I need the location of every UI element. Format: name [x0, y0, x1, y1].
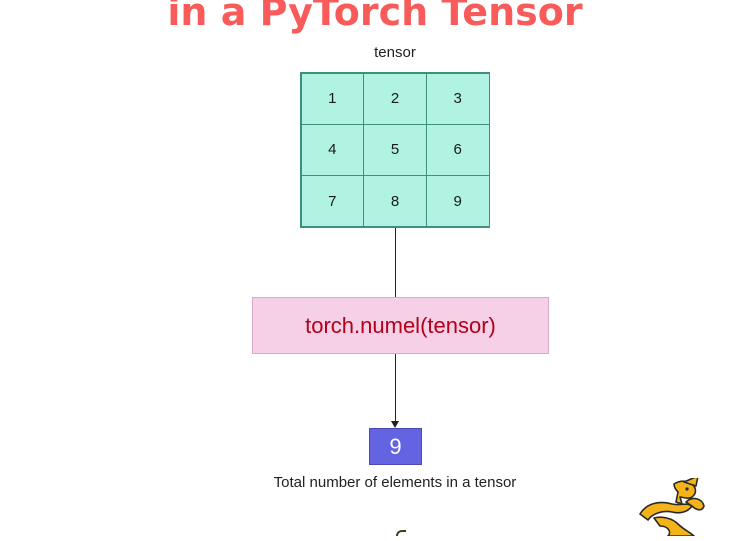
page-title: in a PyTorch Tensor — [167, 0, 583, 34]
tensor-grid: 1 2 3 4 5 6 7 8 9 — [300, 72, 490, 228]
connector-line-top — [395, 228, 396, 297]
tensor-cell: 1 — [300, 72, 365, 125]
tensor-cell: 4 — [300, 123, 365, 177]
tensor-label: tensor — [374, 44, 416, 61]
arrow-down-icon — [391, 421, 399, 428]
decorative-mark — [396, 530, 406, 536]
tensor-cell: 6 — [425, 123, 490, 177]
function-call-box: torch.numel(tensor) — [252, 297, 549, 354]
tensor-cell: 8 — [363, 175, 427, 228]
result-box: 9 — [369, 428, 422, 465]
tensor-cell: 9 — [425, 175, 490, 228]
connector-line-bottom — [395, 354, 396, 422]
result-caption: Total number of elements in a tensor — [273, 474, 517, 491]
tensor-cell: 2 — [363, 72, 427, 125]
tensor-cell: 3 — [425, 72, 490, 125]
python-snake-logo-icon — [632, 475, 712, 537]
tensor-cell: 7 — [300, 175, 365, 228]
tensor-cell: 5 — [363, 123, 427, 177]
